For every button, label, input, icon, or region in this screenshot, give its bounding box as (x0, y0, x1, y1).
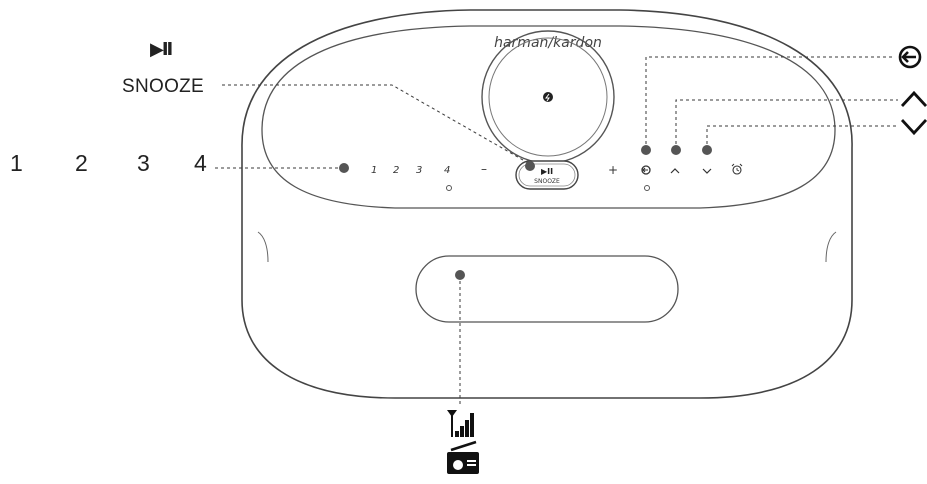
snooze-button-inner (518, 163, 576, 187)
charging-icon (543, 92, 553, 102)
preset-label-3: 3 (137, 150, 150, 176)
panel-up-button[interactable] (670, 168, 680, 174)
callout-dot-up (671, 145, 681, 155)
callout-dot-presets (339, 163, 349, 173)
preset-label-1: 1 (10, 150, 23, 176)
snooze-label: SNOOZE (122, 76, 205, 97)
chevron-down-icon (900, 119, 927, 136)
panel-plus-button[interactable]: + (608, 163, 618, 177)
preset-label-4: 4 (194, 150, 207, 176)
callout-dot-down (702, 145, 712, 155)
callout-dot-display (455, 270, 465, 280)
callout-line-back (645, 56, 895, 150)
panel-back-icon[interactable] (641, 165, 651, 175)
speaker-top-plate (261, 25, 836, 209)
play-pause-label: ▶II (150, 39, 173, 60)
radio-icon (447, 440, 479, 474)
preset-label-2: 2 (75, 150, 88, 176)
panel-preset-3[interactable]: 3 (416, 165, 422, 176)
back-icon (898, 45, 922, 69)
preset-led (446, 185, 452, 191)
speaker-body-outline (241, 9, 853, 399)
snooze-button-text: SNOOZE (534, 178, 560, 185)
callout-line-snooze (222, 84, 531, 165)
callout-dot-snooze (525, 161, 535, 171)
alarm-clock-icon[interactable] (731, 163, 743, 175)
back-led (644, 185, 650, 191)
panel-down-button[interactable] (702, 168, 712, 174)
speaker-side-seam (257, 231, 269, 263)
callout-dot-back (641, 145, 651, 155)
panel-preset-4[interactable]: 4 (444, 165, 450, 176)
signal-antenna-icon (447, 410, 474, 437)
charging-bolt (545, 93, 550, 102)
display-window (415, 255, 679, 323)
brand-logo: harman/kardon (494, 35, 602, 51)
callout-line-down (706, 125, 898, 150)
panel-preset-1[interactable]: 1 (371, 165, 377, 176)
chevron-up-icon (900, 90, 927, 107)
callout-line-up (675, 99, 898, 150)
charging-pad-inner (488, 37, 608, 157)
panel-preset-2[interactable]: 2 (393, 165, 399, 176)
snooze-button-glyph: ▶II (541, 167, 553, 176)
panel-minus-button[interactable]: – (481, 162, 487, 176)
speaker-side-seam-right (825, 231, 837, 263)
